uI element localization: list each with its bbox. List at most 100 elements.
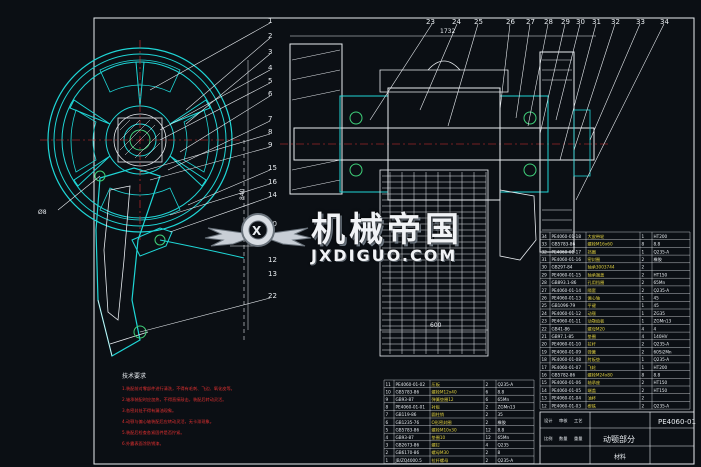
balloon-label: 26 bbox=[506, 18, 515, 26]
bom-cell: 8.8 bbox=[498, 427, 505, 432]
bom-cell: 2 bbox=[642, 349, 645, 354]
bom-cell: 12 bbox=[486, 427, 492, 432]
balloon-label: 2 bbox=[268, 32, 272, 40]
bom-cell: 2 bbox=[642, 403, 645, 408]
balloon-label: 22 bbox=[268, 292, 277, 300]
bom-cell: 2 bbox=[486, 450, 489, 455]
note-line: 6.外露表面涂防锈漆。 bbox=[122, 440, 164, 447]
balloon-label: 23 bbox=[426, 18, 435, 26]
balloon-label: 3 bbox=[268, 48, 272, 56]
balloon-label: 13 bbox=[268, 270, 277, 278]
bom-cell: HT200 bbox=[654, 234, 668, 239]
dimension-bottom: 600 bbox=[430, 322, 442, 329]
bom-cell: 8 bbox=[498, 450, 501, 455]
bom-cell: GB5783-86 bbox=[552, 242, 576, 247]
bom-cell: 45 bbox=[654, 303, 660, 308]
leaders-top bbox=[369, 23, 665, 201]
bom-cell: 2 bbox=[642, 396, 645, 401]
balloon-label: 4 bbox=[268, 64, 273, 72]
balloon-label: 7 bbox=[268, 115, 272, 123]
bom-cell: 24 bbox=[542, 311, 548, 316]
bom-cell: 1 bbox=[642, 311, 645, 316]
watermark: X 机械帝国 JXDIGUO.COM bbox=[203, 200, 503, 270]
bom-cell: 9 bbox=[386, 397, 389, 402]
bom-cell: ZG35 bbox=[654, 311, 666, 316]
bom-cell: 垫圈 bbox=[588, 333, 596, 340]
balloon-label: 16 bbox=[268, 178, 277, 186]
bom-cell: O形密封圈 bbox=[432, 419, 452, 426]
bom-cell: PE4060-01-08 bbox=[552, 357, 582, 362]
bom-cell: 14 bbox=[542, 388, 548, 393]
balloon-label: 15 bbox=[268, 164, 277, 172]
bom-cell: 20 bbox=[542, 342, 548, 347]
bom-cell: Q235-A bbox=[498, 382, 514, 387]
balloon-label: 32 bbox=[611, 18, 620, 26]
bom-cell: 2 bbox=[642, 380, 645, 385]
bom-cell: 橡胶 bbox=[654, 256, 662, 263]
bom-cell: 螺钉 bbox=[432, 442, 441, 449]
bom-cell: 飞轮 bbox=[588, 364, 597, 371]
balloon-labels-left: 1234567891516141011121322 bbox=[268, 17, 277, 300]
bom-cell: 21 bbox=[542, 334, 548, 339]
balloon-label: 12 bbox=[268, 256, 277, 264]
bom-cell: PE4060-01-10 bbox=[552, 342, 582, 347]
bom-cell: 螺栓M16x60 bbox=[588, 241, 613, 248]
bom-cell: PE4060-01-09 bbox=[552, 349, 582, 354]
bom-cell: 4 bbox=[642, 326, 645, 331]
bom-cell: GB5782-86 bbox=[552, 373, 576, 378]
bom-cell: PE4060-01-13 bbox=[552, 296, 582, 301]
bom-cell: 动颚 bbox=[588, 310, 597, 317]
balloon-label: 24 bbox=[452, 18, 461, 26]
balloon-label: 9 bbox=[268, 141, 272, 149]
bom-cell: 密封圈 bbox=[588, 256, 601, 263]
bom-cell: 8 bbox=[642, 373, 645, 378]
note-line: 3.各密封处不得有漏油现象。 bbox=[122, 407, 176, 414]
bom-cell: 11 bbox=[386, 382, 392, 387]
material-label: 材料 bbox=[614, 453, 626, 461]
bom-cell: 螺栓M12x40 bbox=[432, 388, 457, 395]
bom-cell: 螺母M30 bbox=[432, 449, 450, 456]
bom-cell: 32 bbox=[542, 249, 548, 254]
bom-cell: GB893.1-86 bbox=[552, 280, 577, 285]
bom-cell: 2 bbox=[642, 342, 645, 347]
title-block-label: 数量 bbox=[559, 435, 567, 442]
bom-cell: GB93-87 bbox=[396, 435, 415, 440]
drawing-code: PE4060-01 bbox=[658, 418, 696, 426]
bom-cell: 2 bbox=[642, 388, 645, 393]
bom-cell: 33 bbox=[542, 242, 548, 247]
bom-cell: GB1096-79 bbox=[552, 303, 576, 308]
bom-cell: Q235-A bbox=[654, 403, 670, 408]
bom-cell: 6 bbox=[486, 389, 489, 394]
bom-cell: 18 bbox=[542, 357, 548, 362]
bom-cell: 轴承端盖 bbox=[588, 271, 605, 278]
bom-cell: 弹簧 bbox=[588, 348, 596, 355]
bom-cell: 1 bbox=[642, 319, 645, 324]
bom-cell: 螺栓M10x30 bbox=[432, 426, 457, 433]
bom-cell: Q235-A bbox=[654, 357, 670, 362]
bom-cell: 螺母M20 bbox=[588, 325, 606, 332]
bom-cell: 弹簧垫圈12 bbox=[432, 396, 454, 403]
title-block-label: 审核 bbox=[559, 417, 568, 424]
bom-cell: 19 bbox=[542, 349, 548, 354]
bom-cell: PE4060-01-16 bbox=[552, 257, 582, 262]
bom-cell: 隔套 bbox=[588, 287, 597, 294]
bom-cell: HT200 bbox=[654, 365, 668, 370]
bom-cell: HT150 bbox=[654, 380, 668, 385]
bom-cell: GB6170-86 bbox=[396, 450, 420, 455]
bom-cell: PE4060-01-06 bbox=[552, 380, 582, 385]
bom-cell: 34 bbox=[542, 234, 548, 239]
title-block-label: 工艺 bbox=[574, 418, 582, 423]
bom-cell: 35 bbox=[498, 412, 504, 417]
label-left: Ø8 bbox=[38, 209, 47, 216]
bom-cell: 10 bbox=[386, 389, 392, 394]
bom-cell: 平键 bbox=[588, 302, 597, 309]
bom-cell: GB1235-76 bbox=[396, 420, 420, 425]
bom-cell: 26 bbox=[542, 296, 548, 301]
balloon-label: 14 bbox=[268, 191, 277, 199]
note-line: 4.动颚与偏心轴装配后应转动灵活，无卡滞现象。 bbox=[122, 418, 214, 425]
bom-cell: 垫圈10 bbox=[432, 434, 446, 441]
bom-cell: 2 bbox=[486, 405, 489, 410]
